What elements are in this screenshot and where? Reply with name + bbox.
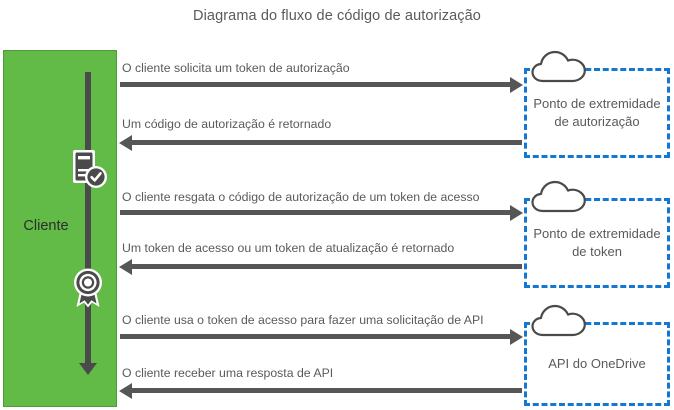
message-label-4: Um token de acesso ou um token de atuali… <box>122 241 455 255</box>
message-arrow-1 <box>120 82 512 87</box>
message-arrow-6 <box>132 388 522 393</box>
endpoint-box-api: API do OneDrive <box>524 322 670 406</box>
endpoint-label-token: Ponto de extremidade de token <box>533 226 661 259</box>
message-arrow-4 <box>132 264 522 269</box>
message-label-2: Um código de autorização é retornado <box>122 117 332 131</box>
client-panel <box>3 50 117 407</box>
message-label-3: O cliente resgata o código de autorizaçã… <box>122 190 480 204</box>
diagram-title: Diagrama do fluxo de código de autorizaç… <box>193 8 481 24</box>
device-check-icon <box>65 147 111 193</box>
message-arrowhead-6 <box>119 382 132 399</box>
message-label-5: O cliente usa o token de acesso para faz… <box>122 313 484 327</box>
endpoint-box-authorization: Ponto de extremidade de autorização <box>524 68 670 158</box>
message-label-6: O cliente receber uma resposta de API <box>122 366 334 380</box>
client-label: Cliente <box>23 218 69 234</box>
message-label-1: O cliente solicita um token de autorizaç… <box>122 61 350 75</box>
cloud-icon <box>530 178 588 214</box>
client-lifeline-arrowhead <box>79 363 97 375</box>
cloud-icon <box>530 302 588 338</box>
message-arrowhead-2 <box>119 134 132 151</box>
message-arrowhead-1 <box>510 76 523 93</box>
certificate-badge-icon <box>65 265 111 311</box>
message-arrow-5 <box>120 334 512 339</box>
client-lifeline <box>85 72 91 367</box>
message-arrowhead-3 <box>510 204 523 221</box>
cloud-icon <box>530 48 588 84</box>
endpoint-box-token: Ponto de extremidade de token <box>524 198 670 288</box>
endpoint-label-authorization: Ponto de extremidade de autorização <box>533 96 661 129</box>
endpoint-label-api: API do OneDrive <box>548 356 646 371</box>
message-arrow-3 <box>120 210 512 215</box>
message-arrow-2 <box>132 140 522 145</box>
message-arrowhead-4 <box>119 258 132 275</box>
message-arrowhead-5 <box>510 328 523 345</box>
